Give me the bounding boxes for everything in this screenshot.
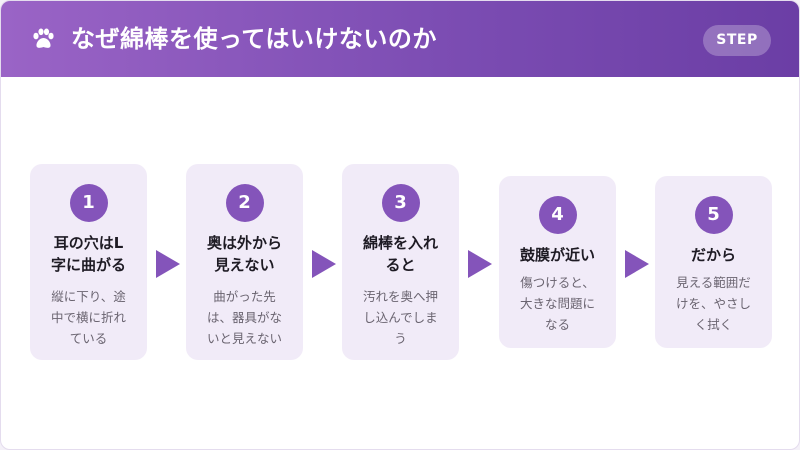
step-desc-line: 傷つけると、 [520, 275, 595, 290]
step-desc-line: し込んでしま [363, 310, 438, 325]
arrow-right-icon [312, 250, 336, 278]
step-desc-line: 汚れを奥へ押 [362, 289, 438, 304]
step-title-line: 見えない [214, 256, 275, 274]
step-title: だから [661, 244, 766, 266]
step-title-line: ると [385, 256, 416, 274]
header-bar: なぜ綿棒を使ってはいけないのか STEP [1, 1, 799, 77]
arrow-right-icon [468, 250, 492, 278]
step-title: 鼓膜が近い [505, 244, 610, 266]
step-title-line: 綿棒を入れ [362, 234, 438, 252]
step-number-badge: 5 [694, 196, 733, 234]
step-desc-line: 中で横に折れ [50, 310, 126, 325]
step-desc-line: 曲がった先 [213, 289, 276, 304]
step-title-line: 鼓膜が近い [519, 246, 595, 264]
step-card-1: 1 耳の穴はL 字に曲がる 縦に下り、途 中で横に折れ ている [30, 164, 147, 360]
step-desc-line: いと見えない [206, 331, 282, 346]
page-title: なぜ綿棒を使ってはいけないのか [71, 25, 437, 53]
step-card-5: 5 だから 見える範囲だ けを、やさし く拭く [655, 176, 772, 348]
step-badge: STEP [703, 25, 771, 56]
step-desc-line: 見える範囲だ [676, 275, 751, 290]
step-card-3: 3 綿棒を入れ ると 汚れを奥へ押 し込んでしま う [342, 164, 459, 360]
step-title: 奥は外から 見えない [192, 232, 297, 276]
step-title-line: だから [690, 246, 736, 264]
step-desc-line: 縦に下り、途 [51, 289, 126, 304]
step-number-badge: 3 [381, 184, 420, 222]
step-card-4: 4 鼓膜が近い 傷つけると、 大きな問題に なる [499, 176, 616, 348]
step-description: 見える範囲だ けを、やさし く拭く [663, 272, 764, 335]
step-number-badge: 1 [69, 184, 108, 222]
step-description: 縦に下り、途 中で横に折れ ている [38, 286, 139, 349]
step-desc-line: 大きな問題に [519, 296, 595, 311]
step-title: 耳の穴はL 字に曲がる [36, 232, 141, 276]
step-desc-line: う [394, 331, 407, 346]
step-title: 綿棒を入れ ると [348, 232, 453, 276]
step-description: 傷つけると、 大きな問題に なる [507, 272, 608, 335]
step-title-line: 耳の穴はL [53, 234, 124, 252]
step-number-badge: 4 [538, 196, 577, 234]
step-title-line: 字に曲がる [50, 256, 126, 274]
step-number-badge: 2 [225, 184, 264, 222]
arrow-right-icon [625, 250, 649, 278]
step-desc-line: く拭く [694, 317, 733, 332]
step-desc-line: なる [544, 317, 570, 332]
step-description: 曲がった先 は、器具がな いと見えない [194, 286, 295, 349]
step-title-line: 奥は外から [206, 234, 282, 252]
step-card-2: 2 奥は外から 見えない 曲がった先 は、器具がな いと見えない [186, 164, 303, 360]
step-desc-line: ている [69, 331, 108, 346]
step-desc-line: は、器具がな [206, 310, 282, 325]
arrow-right-icon [156, 250, 180, 278]
step-desc-line: けを、やさし [675, 296, 751, 311]
step-description: 汚れを奥へ押 し込んでしま う [350, 286, 451, 349]
paw-icon [33, 28, 54, 48]
